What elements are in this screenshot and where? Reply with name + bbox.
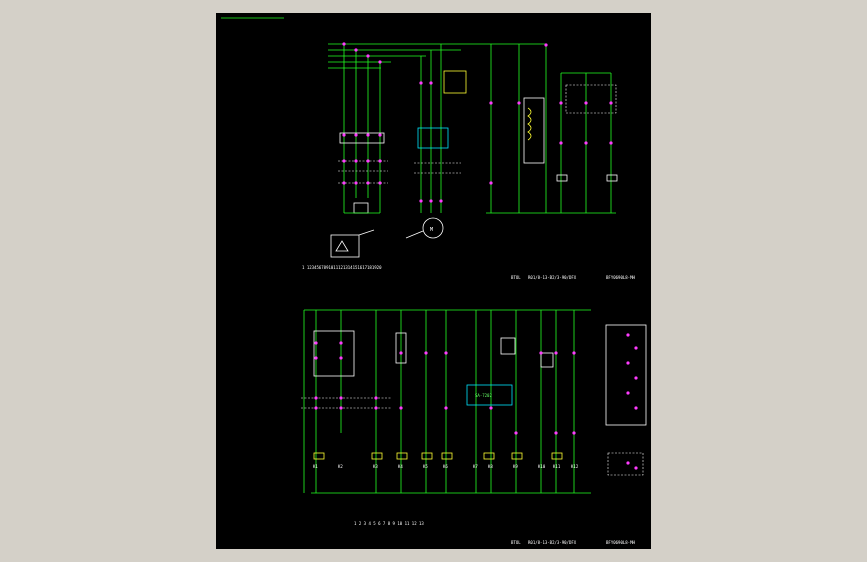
column-label: K7 [473,464,478,469]
svg-text:BFY0690L8-MH: BFY0690L8-MH [606,275,635,280]
column-label: K5 [423,464,428,469]
terminal-strip-1: 1 1234567891011121314151617181920 [302,265,382,270]
svg-text:BTOL: BTOL [511,540,521,545]
electrical-schematic: M 1 123 [221,17,647,545]
plc-block [466,384,513,406]
column-label: K1 [313,464,318,469]
svg-text:BTOL: BTOL [511,275,521,280]
drawing-sheet: M 1 123 [216,13,651,549]
title-block-2: BTOL R01/8-13-B2/3-90/DFX BFY0690L8-MH [511,540,635,545]
column-label: K12 [571,464,579,469]
svg-text:R01/8-13-B2/3-90/DFX: R01/8-13-B2/3-90/DFX [528,275,577,280]
column-label: K10 [538,464,546,469]
column-label: K11 [553,464,561,469]
power-circuit: M [328,43,618,258]
column-label: K6 [443,464,448,469]
svg-text:M: M [430,227,433,233]
svg-text:SA-7202: SA-7202 [475,393,492,398]
legend-box [330,234,360,258]
column-label: K4 [398,464,403,469]
terminals-sheet2 [314,333,638,470]
column-label: K8 [488,464,493,469]
svg-text:BFY0690L8-MH: BFY0690L8-MH [606,540,635,545]
column-label: K9 [513,464,518,469]
motor-symbol [422,217,444,239]
terminal-strip-2: 1 2 3 4 5 6 7 8 9 10 11 12 13 [354,521,424,526]
terminals-sheet1 [342,42,613,203]
svg-text:R01/8-13-B2/3-90/DFX: R01/8-13-B2/3-90/DFX [528,540,577,545]
column-label: K2 [338,464,343,469]
control-column-labels: K1 K2 K3 K4 K5 K6 K7 K8 K9 K10 K11 K12 [313,464,579,469]
column-label: K3 [373,464,378,469]
title-block-1: BTOL R01/8-13-B2/3-90/DFX BFY0690L8-MH [511,275,635,280]
